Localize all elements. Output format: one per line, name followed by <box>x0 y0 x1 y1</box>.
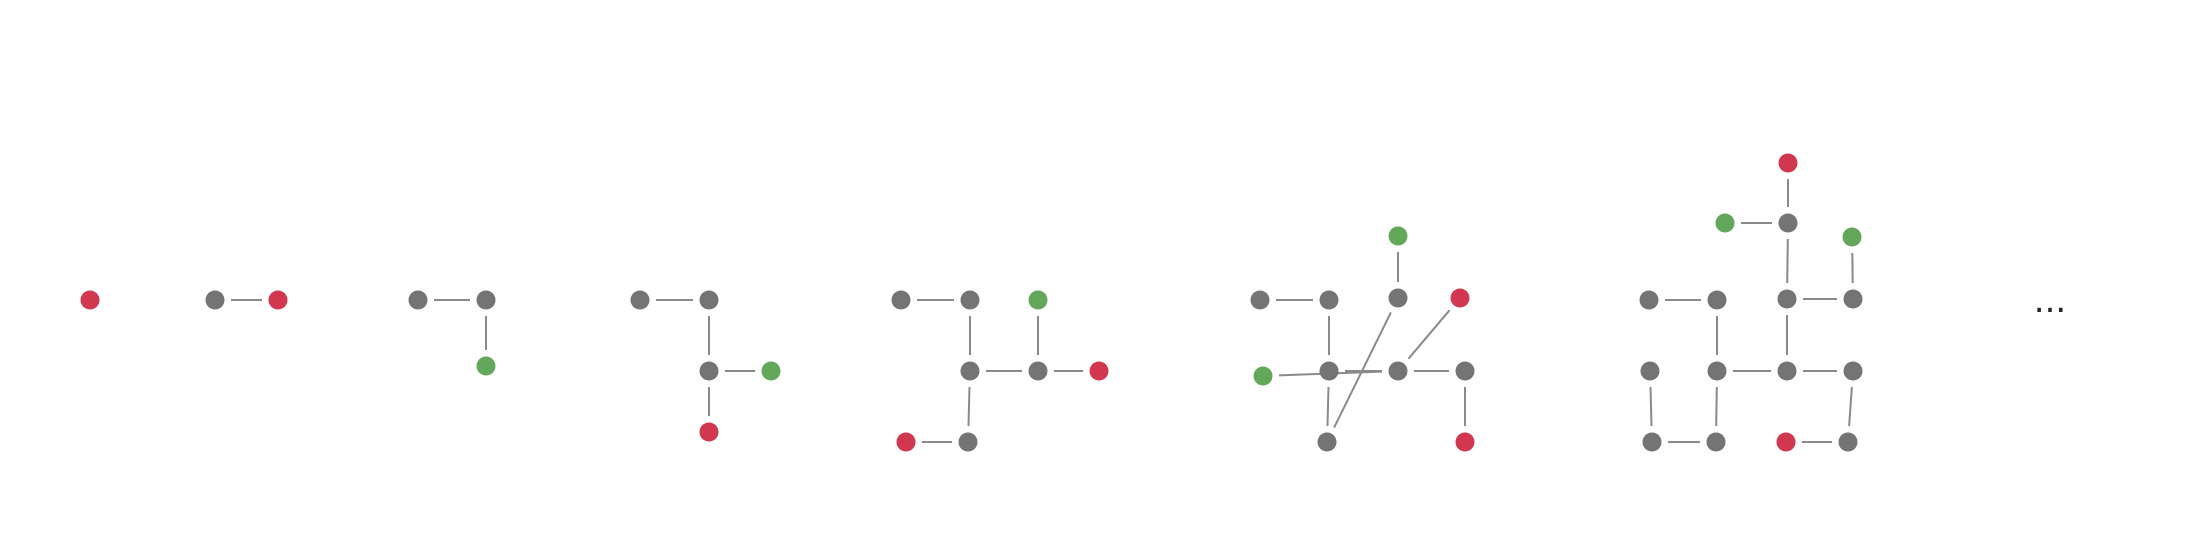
stage-6-node-k-node <box>1455 361 1475 381</box>
stage-4-node-b-node <box>699 290 719 310</box>
stage-6-node-i-node <box>1388 361 1408 381</box>
stage-6-node-h-green <box>1253 366 1273 386</box>
stage-6-node-j-red <box>1450 288 1470 308</box>
stage-6-node-l-red <box>1455 432 1475 452</box>
stage-6-node-e-node <box>1319 361 1339 381</box>
stage-1-node-a-red <box>80 290 100 310</box>
stage-4-node-d-green <box>761 361 781 381</box>
stage-5-node-b-node <box>960 290 980 310</box>
stage-5-node-g-red <box>1089 361 1109 381</box>
stage-3-node-a-node <box>408 290 428 310</box>
stage-7-edge-t-u <box>1786 238 1789 284</box>
nodes-layer <box>80 153 1863 452</box>
stage-7-node-d-node <box>1707 361 1727 381</box>
stage-6-edge-e-f <box>1326 386 1330 427</box>
stage-7-node-u-node <box>1777 289 1797 309</box>
stage-7-node-x-node <box>1843 361 1863 381</box>
stage-7-edge-x-z <box>1848 386 1853 427</box>
stage-6-edge-i-j <box>1407 309 1451 360</box>
stage-3-node-c-green <box>476 356 496 376</box>
stage-5-edge-c-h <box>967 386 971 427</box>
stage-5-node-c-node <box>960 361 980 381</box>
stage-7-edge-c-e <box>1649 386 1653 427</box>
stage-6-node-a-node <box>1250 290 1270 310</box>
stage-7-node-r-red <box>1778 153 1798 173</box>
stage-3-node-b-node <box>476 290 496 310</box>
stage-7-node-z-node <box>1838 432 1858 452</box>
stage-5-node-a-node <box>891 290 911 310</box>
stage-7-node-a-node <box>1639 290 1659 310</box>
stage-6-node-c-green <box>1388 226 1408 246</box>
stage-7-node-e-node <box>1642 432 1662 452</box>
stage-6-node-f-node <box>1317 432 1337 452</box>
stage-5-node-h-node <box>958 432 978 452</box>
stage-6-node-b-node <box>1319 290 1339 310</box>
stage-5-node-e-red <box>896 432 916 452</box>
continuation-ellipsis: ... <box>2034 281 2066 321</box>
stage-7-node-g1-green <box>1715 213 1735 233</box>
stage-6-node-g-node <box>1388 288 1408 308</box>
stage-7-edge-d-f <box>1715 386 1718 427</box>
stage-7-node-w-node <box>1777 361 1797 381</box>
stage-7-node-f-node <box>1706 432 1726 452</box>
stage-7-node-c-node <box>1640 361 1660 381</box>
edges-layer <box>231 179 1854 443</box>
stage-4-node-a-node <box>630 290 650 310</box>
stage-7-node-t-node <box>1778 213 1798 233</box>
stage-4-node-e-red <box>699 422 719 442</box>
stage-7-node-g2-green <box>1842 227 1862 247</box>
stage-7-node-b-node <box>1707 290 1727 310</box>
stage-7-node-y-red <box>1776 432 1796 452</box>
stage-5-node-f-green <box>1028 290 1048 310</box>
stage-2-node-a-node <box>205 290 225 310</box>
stage-4-node-c-node <box>699 361 719 381</box>
stage-5-node-d-node <box>1028 361 1048 381</box>
stage-2-node-b-red <box>268 290 288 310</box>
stage-7-node-v-node <box>1843 289 1863 309</box>
